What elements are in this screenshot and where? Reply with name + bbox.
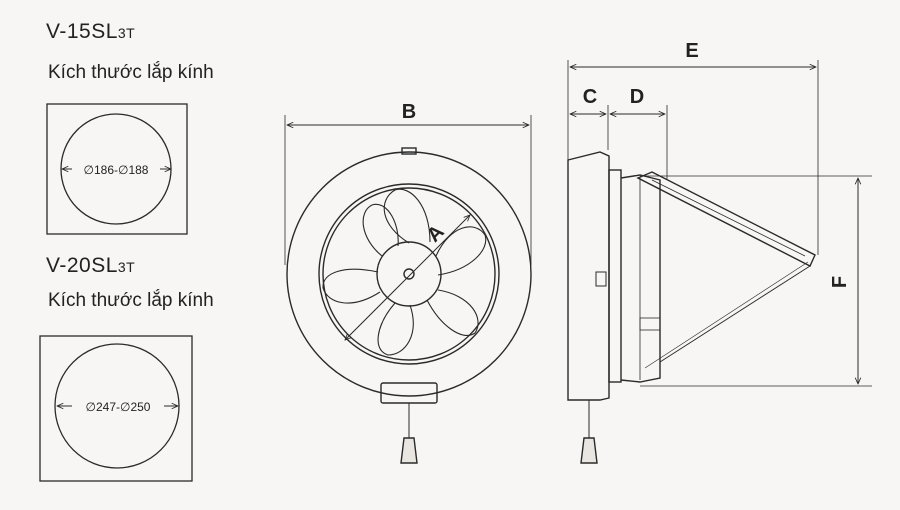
fan-center bbox=[403, 268, 415, 280]
glass-panel-outline bbox=[39, 335, 193, 482]
label-a: A bbox=[423, 221, 449, 247]
glass-panel-outline bbox=[46, 103, 188, 235]
label-d: D bbox=[630, 86, 644, 108]
mount-flange bbox=[608, 169, 622, 383]
pull-cord-handle bbox=[400, 437, 418, 464]
front-panel-side bbox=[567, 151, 610, 401]
hole-label-v20: ∅247-∅250 bbox=[86, 400, 151, 414]
label-c: C bbox=[583, 86, 597, 108]
hole-label-v15: ∅186-∅188 bbox=[84, 163, 149, 177]
model-name: V-15SL bbox=[46, 20, 118, 43]
model-name: V-20SL bbox=[46, 254, 118, 277]
model-name-suffix: 3T bbox=[117, 25, 136, 41]
model-title-v15: V-15SL3T bbox=[46, 20, 135, 44]
fan-hub bbox=[376, 241, 442, 307]
label-b: B bbox=[402, 101, 416, 123]
mount-size-caption-v15: Kích thước lắp kính bbox=[48, 62, 214, 83]
pull-switch-housing bbox=[380, 382, 438, 404]
label-f: F bbox=[829, 276, 851, 288]
model-title-v20: V-20SL3T bbox=[46, 254, 135, 278]
label-e: E bbox=[685, 40, 698, 62]
motor-body bbox=[620, 174, 661, 383]
pull-cord-handle-side bbox=[580, 437, 598, 464]
fan-outer-ring bbox=[286, 151, 532, 397]
fan-front-view bbox=[284, 115, 532, 464]
fan-side-view bbox=[567, 60, 872, 464]
model-name-suffix: 3T bbox=[117, 259, 136, 275]
hole-circle bbox=[54, 343, 180, 469]
mount-size-caption-v20: Kích thước lắp kính bbox=[48, 290, 214, 311]
top-tab bbox=[401, 147, 417, 155]
fan-grille-ring bbox=[318, 183, 500, 365]
shutter-flap bbox=[636, 171, 816, 267]
dimension-a-line bbox=[345, 215, 470, 340]
